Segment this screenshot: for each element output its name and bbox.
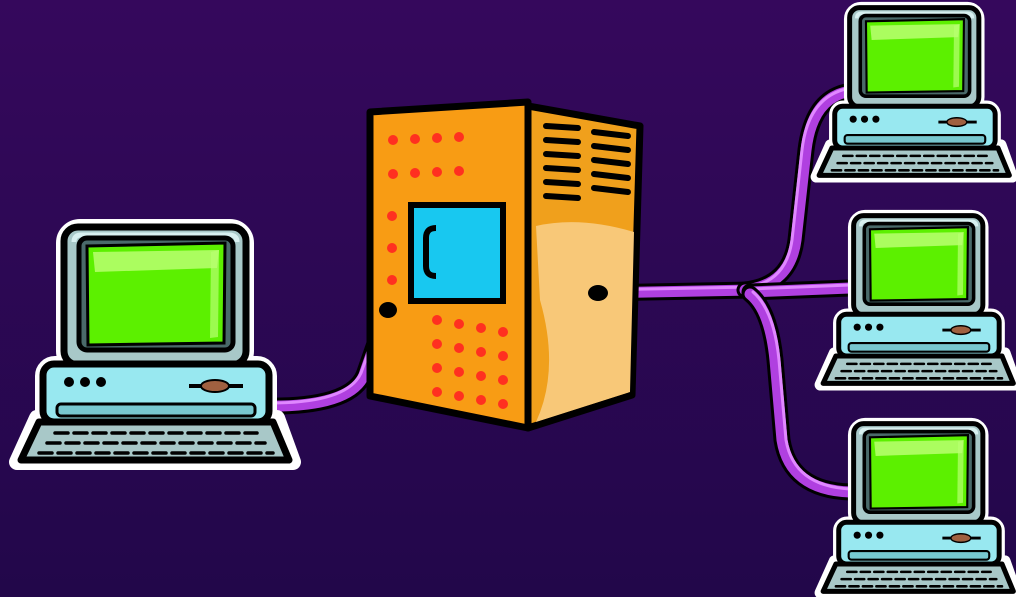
computer-bottom-right-icon [820, 424, 1016, 593]
computer-left-icon [17, 227, 293, 462]
computer-top-right-icon [816, 8, 1012, 177]
server-tower-icon [370, 102, 640, 428]
computer-middle-right-icon [820, 216, 1016, 385]
